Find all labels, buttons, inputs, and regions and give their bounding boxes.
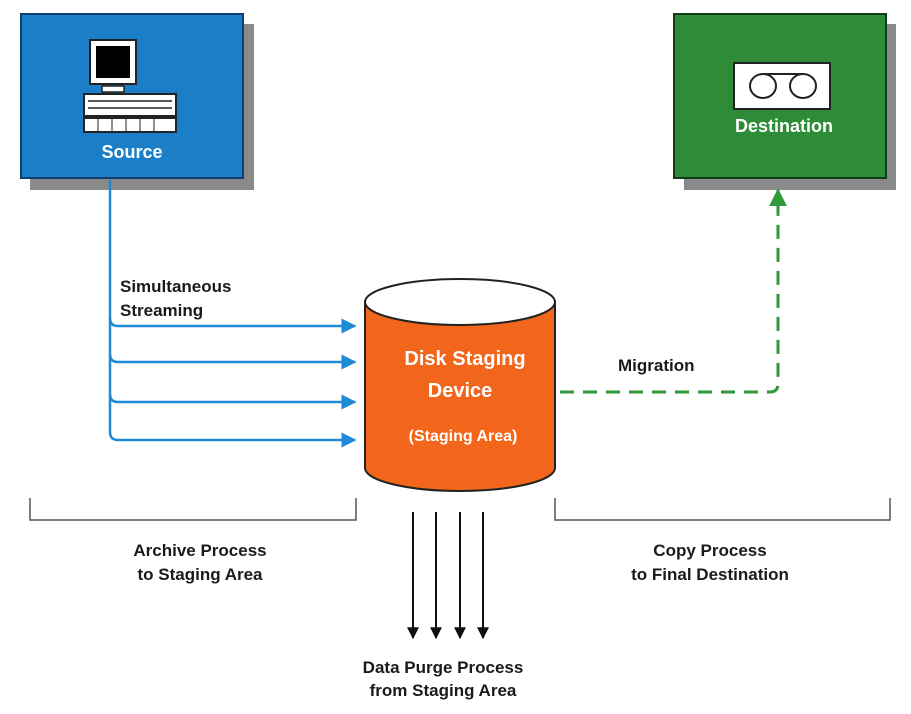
tape-icon [733, 62, 831, 110]
archive-label-line2: to Staging Area [137, 565, 263, 584]
migration-arrow [560, 188, 787, 394]
source-box [20, 13, 254, 190]
purge-arrows [407, 512, 489, 640]
streaming-arrows [108, 180, 357, 448]
disk-staging-cylinder [364, 278, 556, 492]
staging-subtitle: (Staging Area) [408, 428, 518, 445]
staging-title-line1: Disk Staging [404, 348, 526, 370]
purge-label-line2: from Staging Area [369, 681, 517, 700]
purge-label-line1: Data Purge Process [362, 658, 524, 677]
streaming-label-line2: Streaming [120, 301, 204, 320]
copy-bracket [554, 498, 891, 521]
copy-label-line2: to Final Destination [631, 565, 789, 584]
destination-box [673, 13, 896, 190]
migration-label: Migration [618, 356, 695, 375]
source-label: Source [101, 142, 163, 162]
archive-label-line1: Archive Process [133, 541, 267, 560]
streaming-label-line1: Simultaneous [120, 277, 232, 296]
copy-label-line1: Copy Process [653, 541, 767, 560]
staging-title-line2: Device [427, 380, 493, 402]
computer-icon [83, 39, 177, 133]
destination-label: Destination [734, 116, 834, 136]
archive-bracket [29, 498, 357, 521]
